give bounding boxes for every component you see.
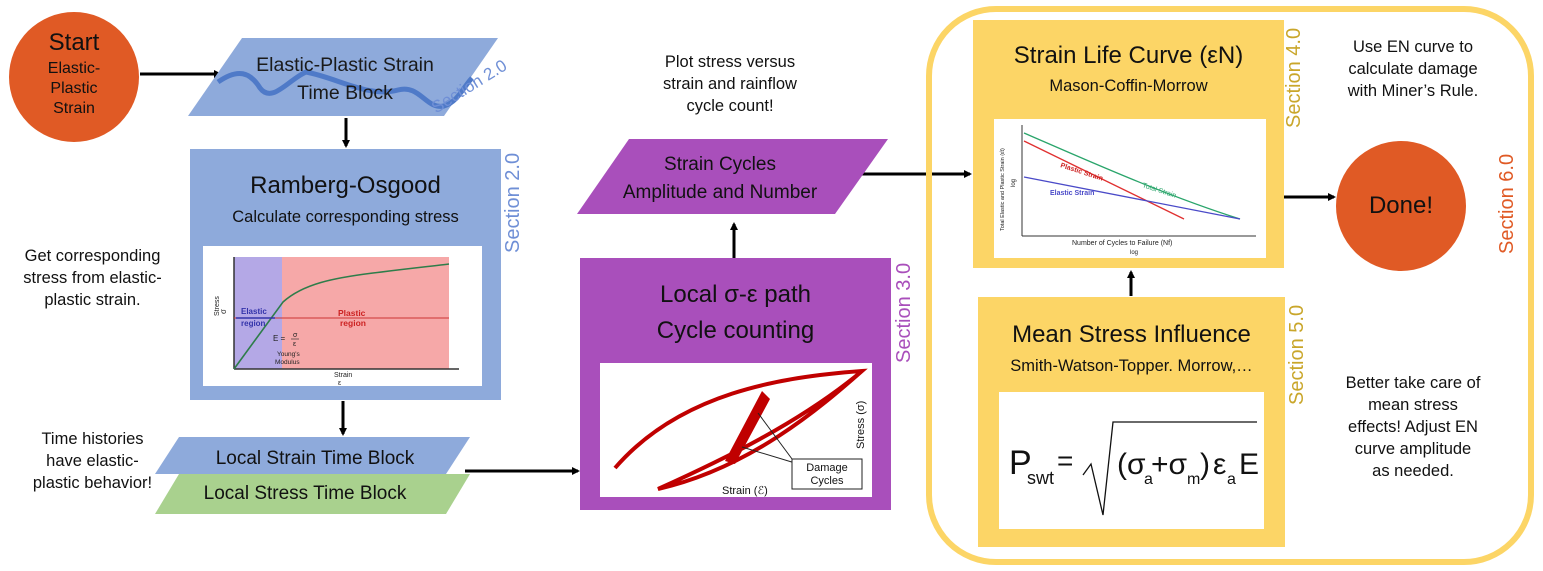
youngs-label: Young's: [277, 351, 300, 358]
plastic-region-label-2: region: [340, 318, 366, 328]
formula-sub-a2: a: [1227, 471, 1236, 488]
ramberg-osgood-title: Ramberg-Osgood: [250, 172, 441, 199]
swt-formula: P swt = (σ a +σ m ) ε a E: [1009, 421, 1259, 516]
youngs-eq-den: ε: [293, 341, 296, 348]
strain-cycles-shape: [577, 139, 888, 214]
formula-sigma-a: (σ: [1117, 448, 1146, 481]
elastic-strain-curve-label: Elastic Strain: [1050, 190, 1094, 197]
hysteresis-chart: Damage Cycles Strain (ℰ) Stress (σ): [600, 363, 872, 497]
formula-sub-m: m: [1187, 471, 1200, 488]
formula-plus-sigma: +σ: [1151, 448, 1188, 481]
done-node: Done!: [1336, 141, 1466, 271]
formula-sub-a: a: [1144, 471, 1153, 488]
section-3-0-label: Section 3.0: [893, 262, 915, 363]
formula-close: ): [1200, 448, 1210, 481]
elastic-region-label-2: region: [241, 319, 266, 328]
sections-4-6-frame: [926, 6, 1534, 565]
mean-stress-title: Mean Stress Influence: [1012, 321, 1251, 348]
stress-axis-label: Stress: [214, 296, 221, 316]
strain-life-x-log: log: [1130, 250, 1138, 256]
local-strain-time-block: Local Strain Time Block: [215, 448, 415, 469]
ramberg-osgood-subtitle: Calculate corresponding stress: [232, 208, 459, 226]
hysteresis-strain-label: Strain (ℰ): [722, 485, 768, 497]
strain-life-title: Strain Life Curve (εN): [1013, 42, 1244, 69]
mean-stress-subtitle: Smith-Watson-Topper. Morrow,…: [1010, 357, 1253, 375]
section-2-0-label: Section 2.0: [502, 152, 524, 253]
sigma-axis-label: σ: [219, 309, 228, 314]
cycles-label: Cycles: [810, 475, 844, 487]
section-5-0-label: Section 5.0: [1286, 304, 1308, 405]
strain-axis-label: Strain: [334, 372, 352, 379]
formula-eps: ε: [1213, 448, 1226, 481]
ep-strain-block-shape: [188, 38, 498, 116]
hysteresis-stress-label: Stress (σ): [855, 401, 867, 449]
strain-life-x-label: Number of Cycles to Failure (Nf): [1072, 240, 1172, 247]
strain-life-y-label: Total Elastic and Plastic Strain (ε̂t): [1000, 148, 1006, 231]
youngs-eq: E =: [273, 334, 286, 343]
damage-label: Damage: [806, 462, 848, 474]
youngs-eq-num: σ: [293, 332, 298, 339]
local-stress-time-block: Local Stress Time Block: [203, 483, 407, 504]
formula-p: P: [1009, 444, 1032, 482]
elastic-region-label: Elastic: [241, 307, 267, 316]
youngs-label-2: Modulus: [275, 359, 300, 366]
strain-life-chart: Plastic Strain Total Strain Elastic Stra…: [994, 119, 1266, 258]
plastic-region-label: Plastic: [338, 308, 366, 318]
swt-formula-panel: [999, 392, 1264, 529]
ramberg-chart: Elastic region Plastic region E = σ ε Yo…: [203, 246, 482, 386]
start-title: Start: [48, 29, 100, 56]
strain-life-subtitle: Mason-Coffin-Morrow: [1049, 77, 1208, 95]
formula-e: E: [1239, 448, 1259, 481]
section-6-0-label: Section 6.0: [1496, 153, 1518, 254]
epsilon-axis-label: ε: [338, 380, 341, 386]
strain-life-y-log: log: [1011, 179, 1017, 187]
formula-equals: =: [1057, 445, 1073, 476]
section-4-0-label: Section 4.0: [1283, 27, 1305, 128]
formula-swt: swt: [1027, 468, 1054, 488]
done-label: Done!: [1368, 192, 1434, 219]
local-time-blocks-shape: [155, 437, 470, 514]
